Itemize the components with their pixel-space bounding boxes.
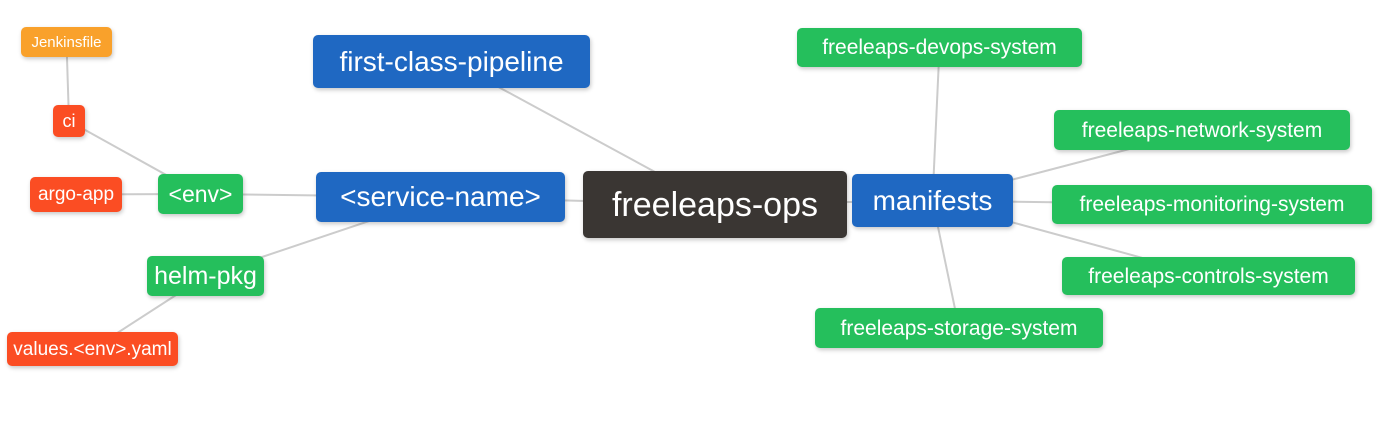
node-freeleaps-storage-system[interactable]: freeleaps-storage-system — [815, 308, 1103, 348]
node-label: freeleaps-network-system — [1081, 118, 1323, 142]
node-label: first-class-pipeline — [339, 45, 564, 77]
node-env[interactable]: <env> — [158, 174, 243, 214]
node-label: values.<env>.yaml — [13, 338, 172, 360]
node-label: freeleaps-storage-system — [840, 316, 1078, 340]
node-label: freeleaps-devops-system — [822, 36, 1057, 59]
node-label: helm-pkg — [154, 261, 257, 290]
node-freeleaps-controls-system[interactable]: freeleaps-controls-system — [1062, 257, 1355, 295]
node-argo-app[interactable]: argo-app — [30, 177, 122, 212]
node-freeleaps-network-system[interactable]: freeleaps-network-system — [1054, 110, 1350, 150]
node-jenkinsfile[interactable]: Jenkinsfile — [21, 27, 112, 57]
node-service-name[interactable]: <service-name> — [316, 172, 565, 222]
node-ci[interactable]: ci — [53, 105, 85, 137]
node-label: Jenkinsfile — [31, 33, 102, 51]
node-label: freeleaps-ops — [611, 185, 818, 224]
node-label: argo-app — [37, 184, 115, 205]
node-label: <env> — [168, 180, 233, 207]
node-freeleaps-monitoring-system[interactable]: freeleaps-monitoring-system — [1052, 185, 1372, 224]
node-first-class-pipeline[interactable]: first-class-pipeline — [313, 35, 590, 88]
node-label: <service-name> — [340, 181, 541, 212]
node-freeleaps-ops[interactable]: freeleaps-ops — [583, 171, 847, 238]
node-helm-pkg[interactable]: helm-pkg — [147, 256, 264, 296]
node-label: manifests — [872, 184, 993, 216]
node-freeleaps-devops-system[interactable]: freeleaps-devops-system — [797, 28, 1082, 67]
node-label: ci — [62, 111, 76, 131]
node-label: freeleaps-controls-system — [1088, 264, 1329, 288]
node-manifests[interactable]: manifests — [852, 174, 1013, 227]
node-values-env-yaml[interactable]: values.<env>.yaml — [7, 332, 178, 366]
node-label: freeleaps-monitoring-system — [1079, 193, 1345, 216]
